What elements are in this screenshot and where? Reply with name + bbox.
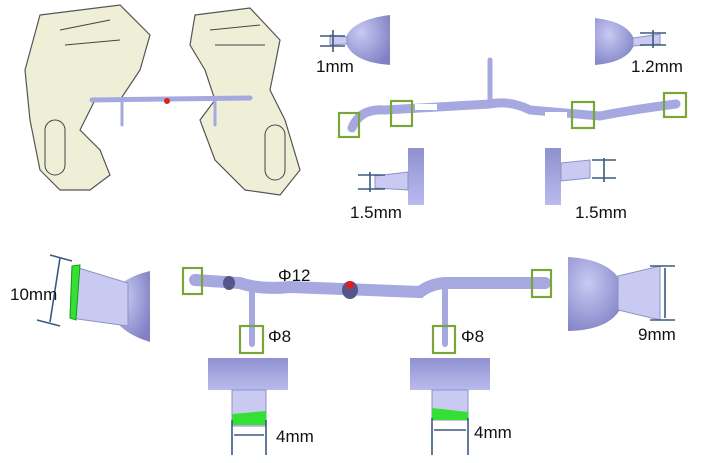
left-door-panel — [24, 4, 151, 191]
label-1-5mm-right: 1.5mm — [575, 203, 627, 222]
outlet-box-branch-left — [238, 324, 265, 355]
outlet-box-1 — [337, 111, 361, 139]
large-duct-view: Φ12 Φ8 Φ8 10mm 9mm 4mm 4mm — [10, 254, 676, 455]
outlet-box-right — [530, 268, 553, 299]
label-4mm-right: 4mm — [474, 423, 512, 442]
outlet-box-2 — [389, 99, 414, 128]
outlet-box-3 — [570, 100, 596, 130]
label-1-2mm: 1.2mm — [631, 57, 683, 76]
door-assembly-view — [24, 4, 301, 196]
flow-arrow-right — [545, 112, 567, 118]
label-phi8-left: Φ8 — [268, 327, 291, 346]
label-phi8-right: Φ8 — [461, 327, 484, 346]
valve-marker — [164, 98, 170, 104]
outlet-box-4 — [662, 91, 688, 119]
outlet-box-left — [181, 266, 204, 296]
label-phi12: Φ12 — [278, 266, 310, 285]
right-door-panel — [189, 7, 301, 196]
label-1mm: 1mm — [316, 57, 354, 76]
flow-arrow-left — [415, 104, 437, 110]
small-duct-view: 1mm 1.2mm 1.5mm 1.5mm — [316, 15, 688, 222]
label-4mm-left: 4mm — [276, 427, 314, 446]
valve-marker-bottom — [346, 281, 354, 289]
label-9mm: 9mm — [638, 325, 676, 344]
label-1-5mm-left: 1.5mm — [350, 203, 402, 222]
outlet-box-branch-right — [431, 324, 457, 355]
label-10mm: 10mm — [10, 285, 57, 304]
